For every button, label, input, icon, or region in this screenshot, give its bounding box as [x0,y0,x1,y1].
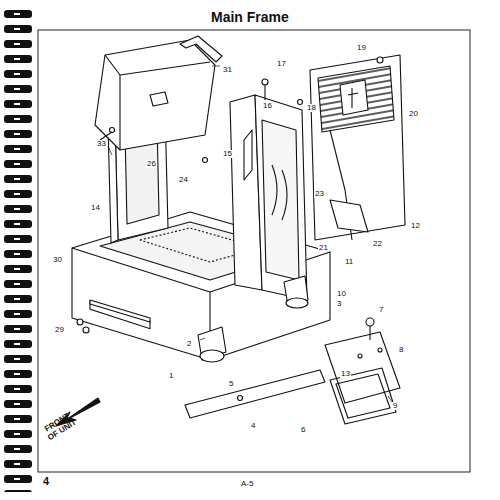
front-of-unit-note: FRONT OF UNIT [38,409,81,445]
callout-number: 2 [186,340,192,348]
callout-number: 13 [340,370,351,378]
page-title: Main Frame [210,10,290,24]
callout-number: 3 [336,300,342,308]
callout-number: 12 [410,222,421,230]
callout-number: 9 [392,402,398,410]
callout-number: 11 [344,258,354,266]
callout-number: 15 [222,150,233,158]
callout-number: 8 [398,346,404,354]
page-number: 4 [42,476,50,487]
callout-number: 22 [372,240,383,248]
callout-number: 14 [90,204,101,212]
callout-number: 7 [378,306,384,314]
callout-number: 10 [336,290,347,298]
callout-number: 24 [178,176,189,184]
spiral-binding [0,8,36,492]
callout-number: 29 [54,326,65,334]
callout-number: 20 [408,110,419,118]
callout-number: 23 [314,190,325,198]
callout-number: 1 [168,372,174,380]
callout-number: 5 [228,380,234,388]
callout-number: 18 [306,104,317,112]
callout-number: 21 [318,244,329,252]
callout-number: 30 [52,256,63,264]
section-code: A-5 [240,480,254,488]
callout-number: 31 [222,66,233,74]
callout-number: 16 [262,102,273,110]
callout-number: 6 [300,426,306,434]
callout-number: 19 [356,44,367,52]
callout-number: 33 [96,140,107,148]
callout-number: 26 [146,160,157,168]
callout-number: 17 [276,60,287,68]
callout-number: 4 [250,422,256,430]
